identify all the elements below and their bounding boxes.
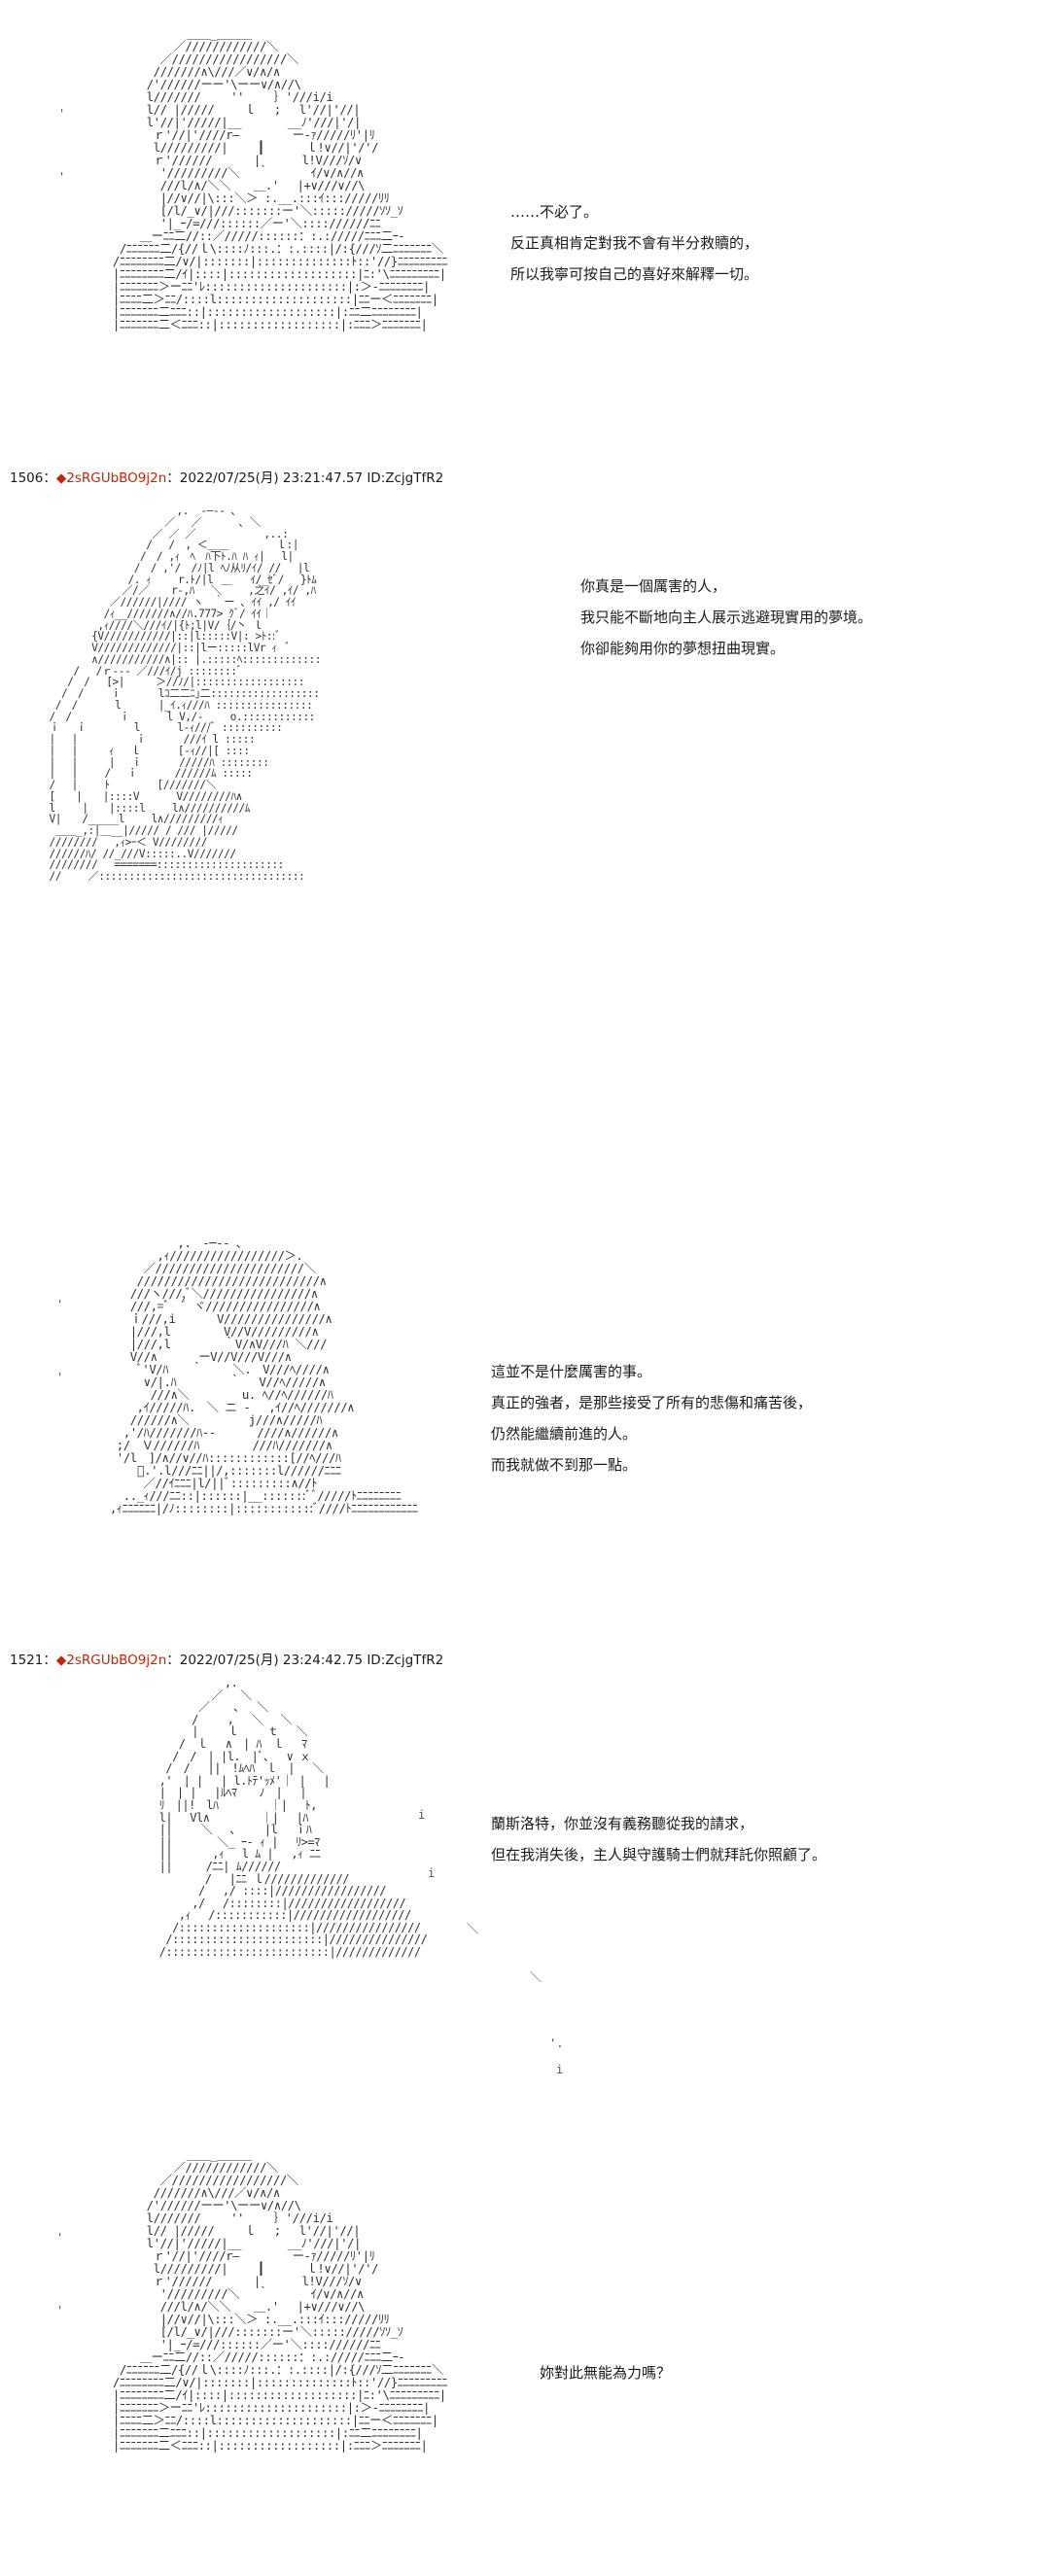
post-separator: ： bbox=[43, 1653, 56, 1668]
margin-dot: i bbox=[428, 1866, 436, 1880]
margin-dot: '. bbox=[549, 2036, 564, 2050]
margin-dot: ＼ bbox=[467, 1922, 479, 1935]
dialogue-line: 你卻能夠用你的夢想扭曲現實。 bbox=[580, 640, 786, 657]
margin-dot: ' bbox=[58, 107, 66, 121]
panel-5: ＿＿_＿＿＿ ／////////////＼ ／/////////////////… bbox=[0, 2139, 1050, 2576]
dialogue-line: 但在我消失後，主人與守護騎士們就拜託你照顧了。 bbox=[491, 1846, 827, 1863]
post-number: 1521 bbox=[10, 1653, 44, 1668]
walking-character-art: ,. ／ ＼ ／ ､ ＼ / , ＼ ＼ | ｌ ｔ ＼ / ｌ ∧ | ﾊ ｌ… bbox=[158, 1676, 428, 1960]
dialogue-line: 反正真相肯定對我不會有半分救贖的， bbox=[510, 234, 759, 252]
dialogue-line: 我只能不斷地向主人展示逃避現實用的夢境。 bbox=[580, 609, 873, 626]
margin-dot: ' bbox=[56, 1298, 64, 1311]
post-header: 1521：◆2sRGUbBO9j2n：2022/07/25(月) 23:24:4… bbox=[10, 1649, 443, 1668]
poster-trip[interactable]: ◆2sRGUbBO9j2n bbox=[55, 470, 167, 486]
dialogue-block: 這並不是什麼厲害的事。 真正的強者，是那些接受了所有的悲傷和痛苦後， 仍然能繼續… bbox=[491, 1356, 812, 1480]
panel-3: ,. -─-‐ ､ ,ｨ/////////////////＞. ／///////… bbox=[0, 1205, 1050, 1633]
post-separator: ： bbox=[43, 470, 56, 486]
margin-dot: ' bbox=[56, 2231, 64, 2245]
dialogue-block: 你真是一個厲害的人， 我只能不斷地向主人展示逃避現實用的夢境。 你卻能夠用你的夢… bbox=[580, 571, 872, 664]
poster-trip[interactable]: ◆2sRGUbBO9j2n bbox=[55, 1653, 167, 1668]
post-header: 1506：◆2sRGUbBO9j2n：2022/07/25(月) 23:21:4… bbox=[10, 467, 443, 486]
dialogue-block: 蘭斯洛特，你並沒有義務聽從我的請求， 但在我消失後，主人與守護騎士們就拜託你照顧… bbox=[491, 1808, 826, 1870]
dialogue-line: 你真是一個厲害的人， bbox=[580, 577, 727, 595]
character-portrait-art: ,. -─-‐ ､ ,ｨ/////////////////＞. ／///////… bbox=[109, 1236, 418, 1516]
dialogue-line: 仍然能繼續前進的人。 bbox=[491, 1425, 638, 1443]
margin-dot: i bbox=[418, 1808, 426, 1822]
post-meta: ：2022/07/25(月) 23:21:47.57 ID:ZcjgTfR2 bbox=[166, 470, 444, 486]
margin-dot: ' bbox=[56, 1371, 64, 1384]
character-portrait-art: ＿＿_＿＿＿ ／////////////＼ ／/////////////////… bbox=[112, 2147, 448, 2454]
dialogue-line: 這並不是什麼厲害的事。 bbox=[491, 1363, 652, 1380]
dialogue-line: ……不必了。 bbox=[510, 203, 599, 221]
dialogue-line: 真正的強者，是那些接受了所有的悲傷和痛苦後， bbox=[491, 1394, 813, 1411]
dialogue-line: 妳對此無能為力嗎？ bbox=[540, 2364, 672, 2382]
panel-4: ,. ／ ＼ ／ ､ ＼ / , ＼ ＼ | ｌ ｔ ＼ / ｌ ∧ | ﾊ ｌ… bbox=[0, 1672, 1050, 2119]
dialogue-block: 妳對此無能為力嗎？ bbox=[540, 2357, 671, 2388]
character-portrait-art: ＿＿_＿＿＿ ／////////////＼ ／/////////////////… bbox=[112, 26, 448, 332]
margin-dot: i bbox=[556, 2063, 564, 2076]
post-number: 1506 bbox=[10, 470, 44, 486]
margin-dot: ＼ bbox=[530, 1970, 542, 1984]
dialogue-block: ……不必了。 反正真相肯定對我不會有半分救贖的， 所以我寧可按自己的喜好來解釋一… bbox=[510, 196, 758, 290]
post-meta: ：2022/07/25(月) 23:24:42.75 ID:ZcjgTfR2 bbox=[166, 1653, 444, 1668]
margin-dot: ' bbox=[58, 170, 66, 184]
margin-dot: ' bbox=[56, 2304, 64, 2317]
dialogue-line: 而我就做不到那一點。 bbox=[491, 1456, 638, 1474]
dialogue-line: 所以我寧可按自己的喜好來解釋一切。 bbox=[510, 265, 759, 283]
panel-2: ,. -―‐- ､ ／ ／ ､ ＼ ／ ／ ／ ,..: / / , ＜＿＿ ｌ… bbox=[0, 491, 1050, 1171]
panel-1: ＿＿_＿＿＿ ／////////////＼ ／/////////////////… bbox=[0, 0, 1050, 442]
sitting-character-art: ,. -―‐- ､ ／ ／ ､ ＼ ／ ／ ／ ,..: / / , ＜＿＿ ｌ… bbox=[49, 505, 321, 883]
dialogue-line: 蘭斯洛特，你並沒有義務聽從我的請求， bbox=[491, 1815, 754, 1832]
